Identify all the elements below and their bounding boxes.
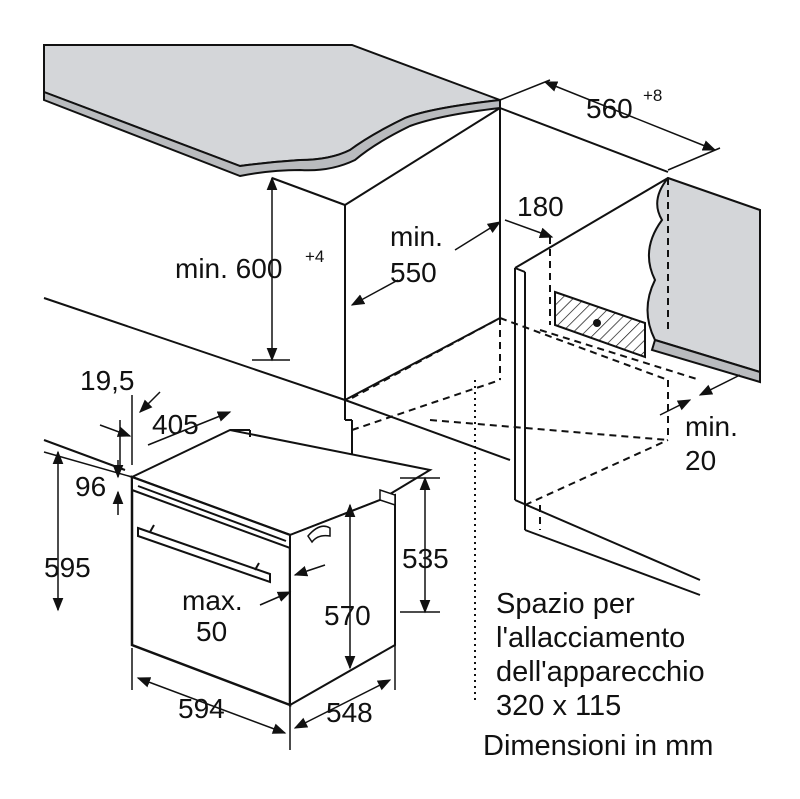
connection-zone (554, 290, 646, 359)
note-line-4: 320 x 115 (496, 690, 621, 722)
note-line-3: dell'apparecchio (496, 656, 705, 688)
dim-niche-height: 535 (402, 543, 449, 574)
dim-height-min: min. 600 (175, 253, 282, 284)
dim-overall-height: 595 (44, 552, 91, 583)
dim-top-offset: 96 (75, 471, 106, 502)
dim-width-slot: 560 (586, 93, 633, 124)
dim-door-value: 50 (196, 616, 227, 647)
oven (129, 428, 433, 707)
dim-overall-depth: 548 (326, 697, 373, 728)
notes-block: Spazio per l'allacciamento dell'apparecc… (483, 588, 713, 762)
dim-side-gap-value: 20 (685, 445, 716, 476)
dim-panel-depth: 405 (152, 409, 199, 440)
dim-back-gap: 180 (517, 191, 564, 222)
note-line-1: Spazio per (496, 588, 635, 620)
dim-width-slot-tol: +8 (643, 86, 662, 105)
units-note: Dimensioni in mm (483, 730, 713, 762)
dim-depth-min-label: min. (390, 221, 443, 252)
worktop-right (646, 176, 761, 384)
dim-side-gap-label: min. (685, 411, 738, 442)
dimension-lines (43, 79, 741, 750)
dim-door-label: max. (182, 585, 243, 616)
dimension-labels: 560 +8 min. 600 +4 min. 550 180 min. 20 … (44, 86, 738, 728)
dim-inner-height: 570 (324, 600, 371, 631)
dim-overall-width: 594 (178, 693, 225, 724)
worktop (43, 44, 501, 178)
dim-front-offset: 19,5 (80, 365, 135, 396)
note-line-2: l'allacciamento (496, 622, 685, 654)
dim-height-min-tol: +4 (305, 247, 324, 266)
dim-depth-min-value: 550 (390, 257, 437, 288)
